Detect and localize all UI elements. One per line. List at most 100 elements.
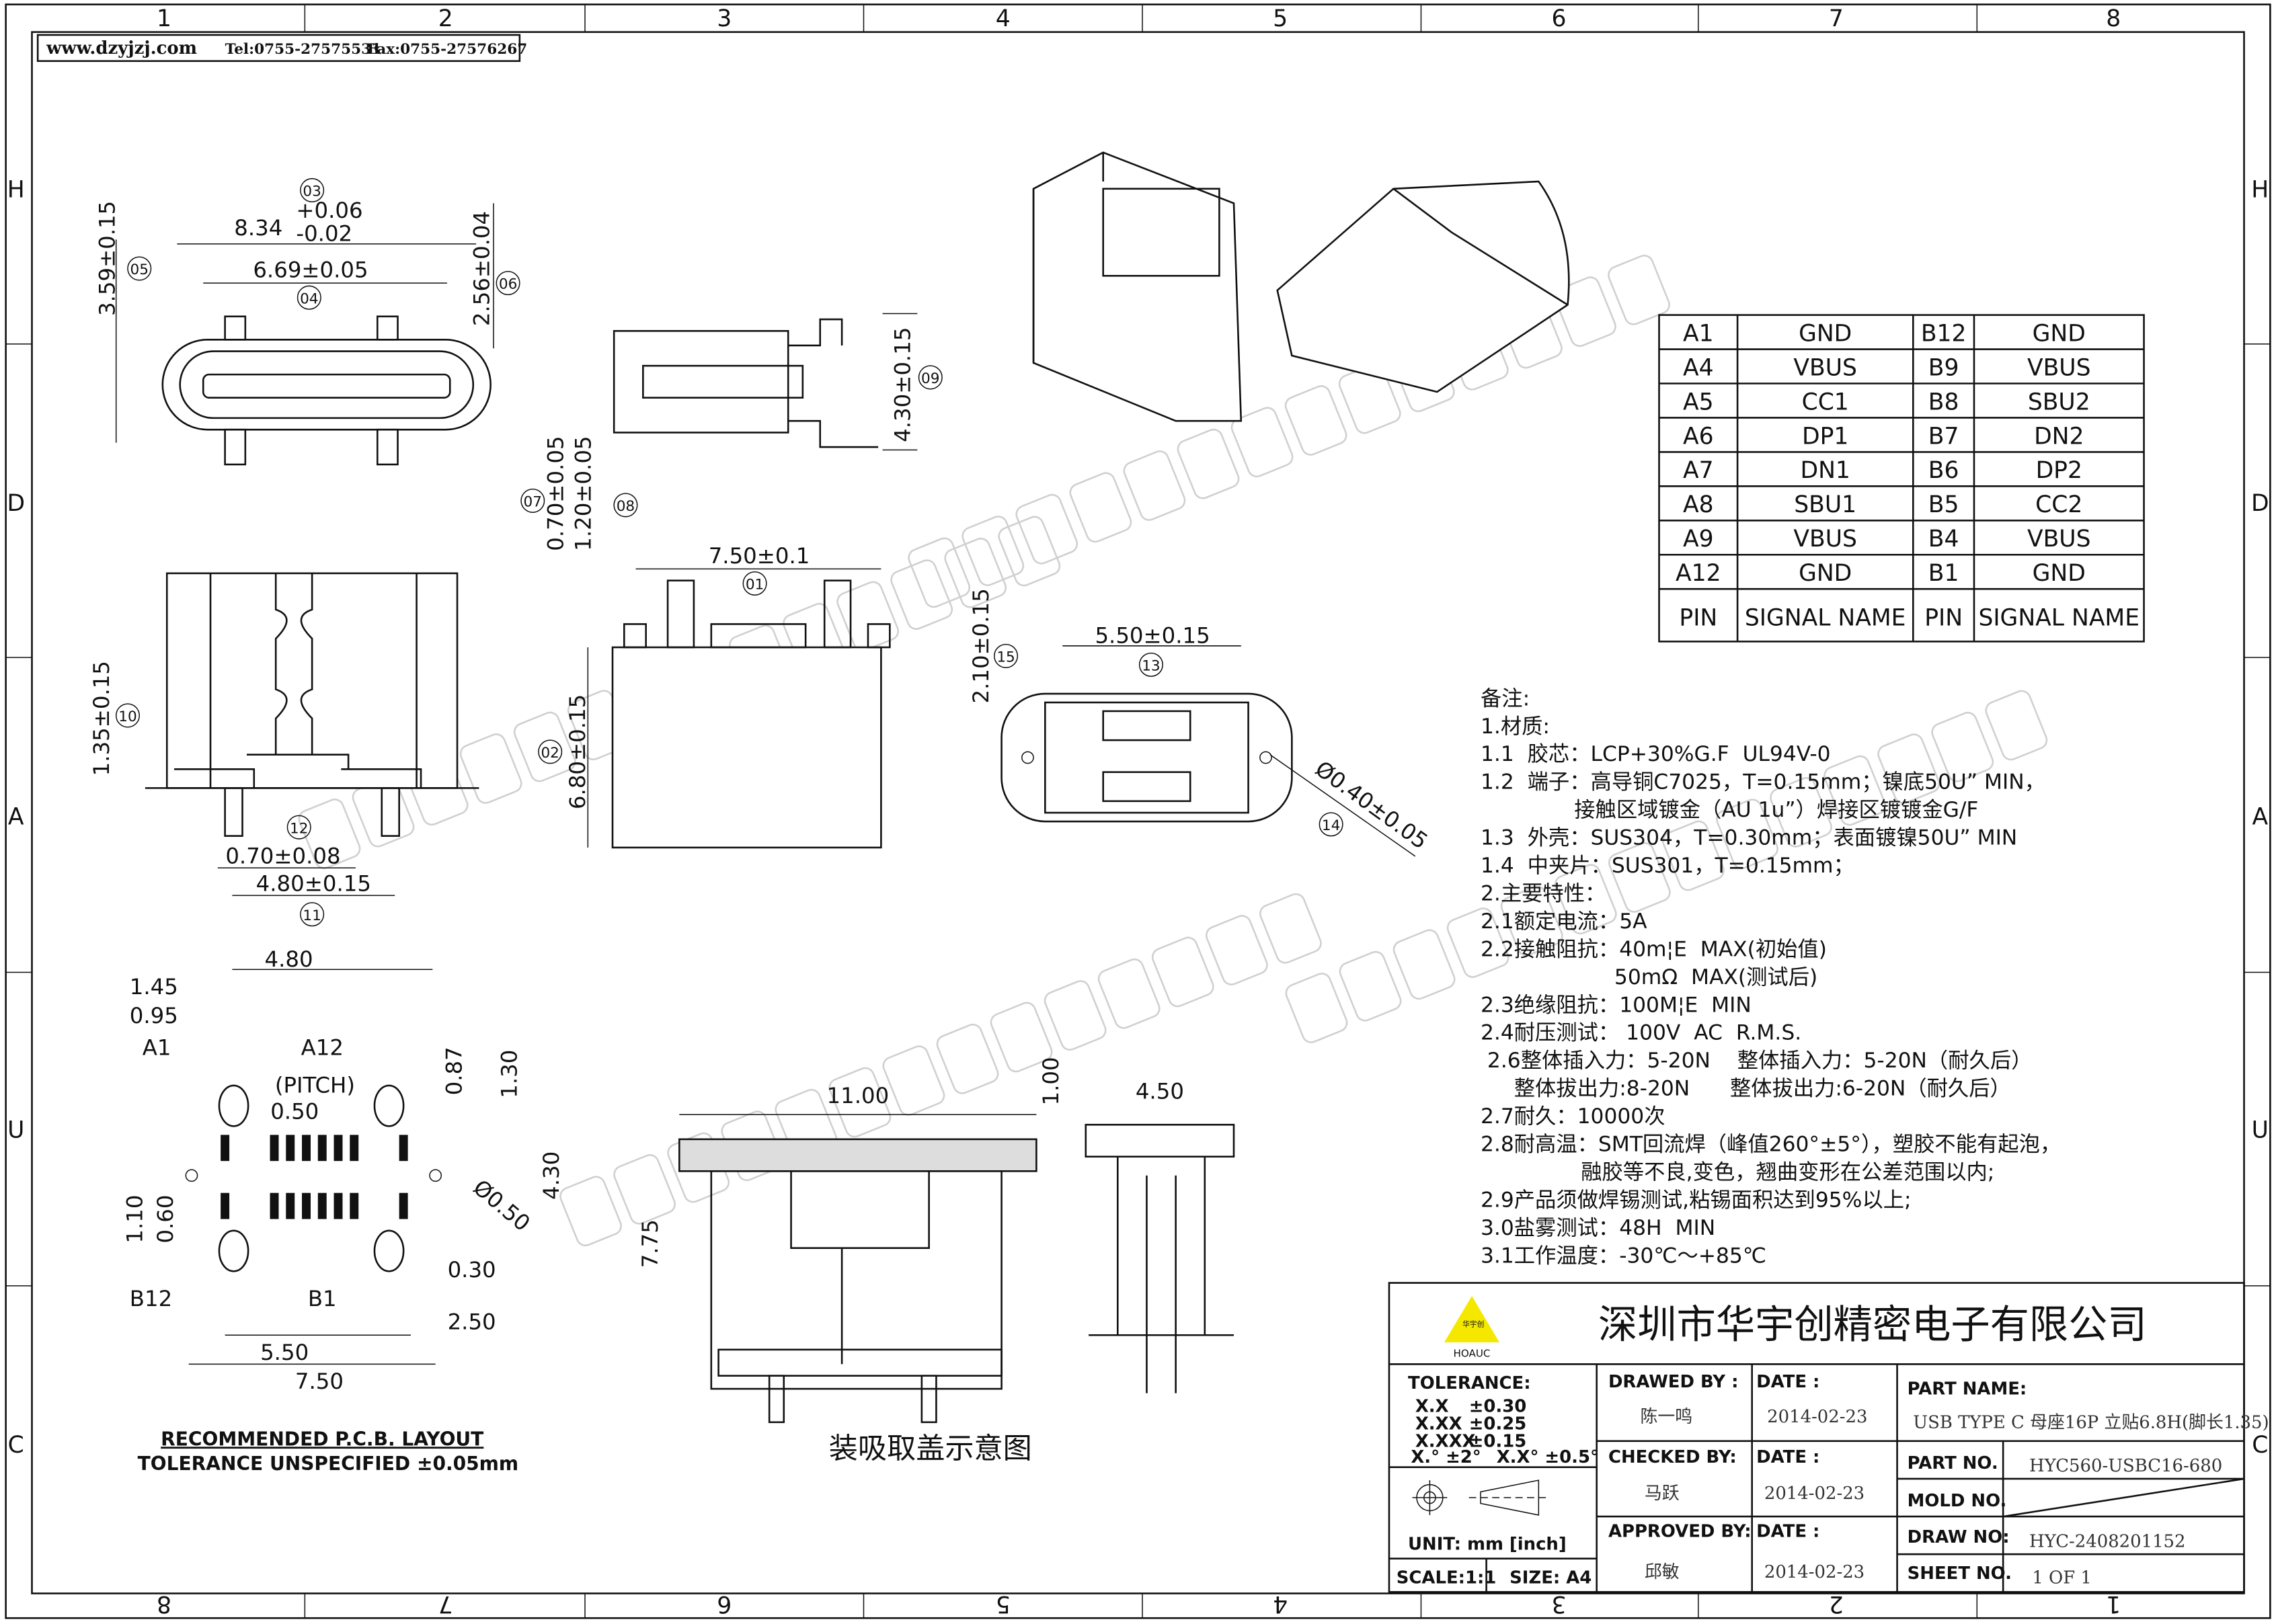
dim-callout: 02 <box>541 745 559 762</box>
watermark-glyph-shape <box>1284 385 1347 456</box>
table-cell: SBU2 <box>2028 389 2090 415</box>
table-cell: DP2 <box>2036 457 2082 484</box>
table-header-cell: SIGNAL NAME <box>1978 605 2140 632</box>
table-cell: B4 <box>1928 526 1959 553</box>
table-cell: GND <box>1799 560 1852 587</box>
dim-label: 2.50 <box>448 1309 496 1335</box>
unit-label: UNIT: mm [inch] <box>1408 1535 1567 1555</box>
dim-label: 0.50 <box>270 1099 319 1125</box>
date-label: DATE : <box>1756 1521 1819 1541</box>
dim-label: 6.69±0.05 <box>253 257 368 282</box>
logo-triangle <box>1444 1295 1500 1343</box>
table-cell: B8 <box>1928 389 1959 415</box>
grid-col-label: 5 <box>1273 5 1288 32</box>
watermark-glyph-shape <box>1500 885 1563 957</box>
checked-by-value: 马跃 <box>1645 1484 1680 1504</box>
side-view: 4.30±0.15 09 0.70±0.05 1.20±0.05 07 08 <box>520 313 943 551</box>
mold-no-label: MOLD NO. <box>1908 1491 2007 1511</box>
date-value: 2014-02-23 <box>1764 1484 1865 1504</box>
pcb-tolerance-note: TOLERANCE UNSPECIFIED ±0.05mm <box>138 1453 518 1475</box>
grid-col-label: 7 <box>1829 5 1844 32</box>
website-link[interactable]: www.dzyjzj.com <box>46 38 197 58</box>
draw-no-label: DRAW NO: <box>1908 1527 2010 1547</box>
watermark-glyph-shape <box>1177 428 1240 499</box>
note-line: 2.8耐高温：SMT回流焊（峰值260°±5°），塑胶不能有起泡， <box>1481 1133 2061 1157</box>
contact-header: www.dzyjzj.com Tel:0755-27575531 Fax:075… <box>36 34 527 63</box>
tol-xxx: X.XXX <box>1415 1431 1476 1451</box>
watermark-glyph-shape <box>1230 407 1294 478</box>
grid-col-label: 8 <box>157 1590 171 1617</box>
grid-col-label: 1 <box>2106 1590 2121 1617</box>
watermark-glyph-shape <box>559 1176 622 1247</box>
note-line: 1.4 中夹片：SUS301，T=0.15mm； <box>1481 854 1854 878</box>
watermark-glyph-shape <box>459 733 522 804</box>
part-no-label: PART NO. <box>1908 1453 1998 1473</box>
dim-callout: 10 <box>118 708 136 725</box>
dim-callout: 14 <box>1322 817 1340 834</box>
grid-col-label: 7 <box>438 1590 453 1617</box>
dim-label: 4.50 <box>1136 1078 1184 1104</box>
title-block: 华宇创 HOAUC 深圳市华宇创精密电子有限公司 TOLERANCE: X.X±… <box>1388 1282 2269 1593</box>
dim-callout: 03 <box>303 184 321 200</box>
watermark-glyph-shape <box>513 711 576 782</box>
grid-row-label: H <box>7 177 25 204</box>
table-header-cell: PIN <box>1924 605 1963 632</box>
watermark-glyph-shape <box>1716 799 1778 870</box>
dim-label: 5.50 <box>260 1340 309 1365</box>
dim-label: 5.50±0.15 <box>1095 622 1210 648</box>
grid-row-label: U <box>7 1117 24 1144</box>
dim-label: 3.59±0.15 <box>95 201 120 316</box>
table-cell: GND <box>2033 560 2086 587</box>
watermark-glyph-shape <box>1877 733 1940 805</box>
table-cell: A12 <box>1676 560 1721 587</box>
dim-label: 2.56±0.04 <box>469 211 495 326</box>
table-cell: DN1 <box>1800 457 1850 484</box>
fax-text: Fax:0755-27576267 <box>367 41 527 58</box>
watermark-glyph-shape <box>613 1154 676 1225</box>
grid-row-label: C <box>2252 1432 2268 1459</box>
dim-label: Ø0.50 <box>468 1174 535 1236</box>
note-line: 2.1额定电流：5A <box>1481 909 1647 934</box>
dim-label: 0.30 <box>448 1257 496 1283</box>
watermark-glyph-shape <box>908 537 971 608</box>
pin-label: B1 <box>308 1286 337 1311</box>
dim-callout: 08 <box>617 498 635 515</box>
note-line: 2.6整体插入力：5-20N 整体插入力：5-20N（耐久后） <box>1481 1049 2032 1073</box>
watermark-glyph-shape <box>990 1002 1053 1073</box>
dim-label: 7.50±0.1 <box>709 543 810 569</box>
table-header-cell: PIN <box>1679 605 1717 632</box>
note-line: 1.2 端子：高导铜C7025，T=0.15mm；镍底50U” MIN， <box>1481 770 2045 795</box>
grid-ticks <box>5 4 2271 1619</box>
isometric-views <box>1032 151 1570 422</box>
watermark-glyph-shape <box>1339 950 1402 1022</box>
table-cell: VBUS <box>2027 354 2091 381</box>
grid-labels: 1 2 3 4 5 6 7 8 8 7 6 5 4 3 2 1 H D A U … <box>7 5 2269 1617</box>
watermark-glyph-shape <box>1554 864 1617 935</box>
pin-label: A12 <box>301 1035 344 1061</box>
table-cell: CC2 <box>2035 491 2082 518</box>
dim-label: 2.10±0.15 <box>968 588 994 703</box>
grid-row-label: D <box>2251 490 2269 517</box>
grid-row-label: C <box>8 1432 24 1459</box>
scale-label: SCALE:1:1 <box>1397 1568 1497 1588</box>
date-label: DATE : <box>1756 1447 1819 1467</box>
draw-no-value: HYC-2408201152 <box>2029 1531 2186 1551</box>
watermark-band <box>1285 690 2048 1043</box>
dim-label: 0.60 <box>153 1194 178 1243</box>
watermark-glyph-shape <box>1608 254 1670 325</box>
tol-xxx-value: ±0.15 <box>1469 1431 1527 1451</box>
table-cell: DN2 <box>2034 423 2084 450</box>
dim-callout: 12 <box>290 820 308 837</box>
projection-symbol-icon <box>1412 1479 1551 1516</box>
sheet-no-value: 1 OF 1 <box>2032 1568 2092 1588</box>
watermark-glyph-shape <box>998 516 1061 587</box>
table-cell: B1 <box>1928 560 1959 587</box>
pcb-layout: 4.80 1.45 0.95 A1 A12 (PITCH) 0.50 0.87 … <box>122 946 565 1475</box>
watermark-glyph-shape <box>1823 755 1887 826</box>
table-cell: GND <box>2033 320 2086 347</box>
dim-label: -0.02 <box>296 221 352 247</box>
company-logo: 华宇创 HOAUC <box>1444 1295 1500 1360</box>
table-cell: A1 <box>1683 320 1714 347</box>
